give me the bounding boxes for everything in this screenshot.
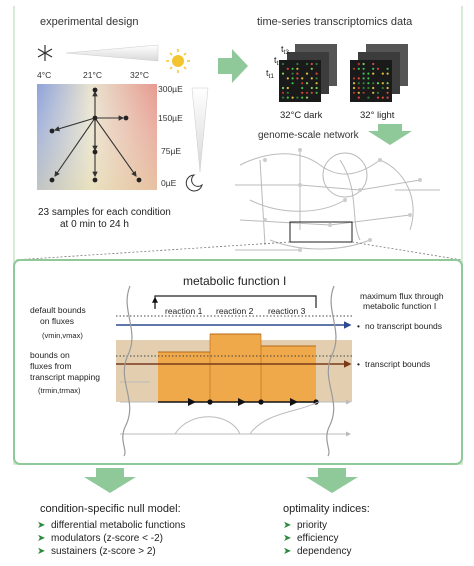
transcript-bar-3	[261, 346, 316, 402]
reaction-3-label: reaction 3	[268, 306, 306, 316]
light-label-0: 0µE	[161, 178, 177, 188]
maxflux-label-2: metabolic function I	[363, 301, 436, 311]
light-wedge	[191, 87, 209, 173]
network-title: genome-scale network	[258, 130, 360, 141]
reaction-2-label: reaction 2	[216, 306, 254, 316]
transcript-bounds-label: transcript bounds	[365, 359, 430, 369]
transcript-bounds-bullet: •	[357, 359, 360, 369]
light-label-75: 75µE	[161, 146, 181, 156]
null-model-list: ➤ differential metabolic functions ➤ mod…	[37, 520, 185, 557]
null-model-item: sustainers (z-score > 2)	[51, 546, 156, 557]
microarray-spots	[281, 62, 389, 99]
null-model-bullet: ➤	[37, 546, 45, 557]
moon-icon	[185, 174, 203, 192]
optimality-title: optimality indices:	[283, 503, 370, 515]
light-condition-label: 32° light	[360, 110, 395, 121]
temp-label-21: 21°C	[83, 70, 102, 80]
optimality-list: ➤ priority ➤ efficiency ➤ dependency	[283, 520, 352, 557]
null-model-item: modulators (z-score < -2)	[51, 533, 163, 544]
optimality-bullet: ➤	[283, 533, 291, 544]
zoom-line-right	[351, 241, 463, 261]
no-transcript-label: no transcript bounds	[365, 321, 442, 331]
temp-label-32: 32°C	[130, 70, 149, 80]
flow-arrow-right	[218, 49, 248, 83]
transcript-label-1: bounds on	[30, 350, 70, 360]
default-bounds-label-3: (vmin,vmax)	[42, 331, 83, 340]
transcript-bar-2	[210, 334, 261, 402]
default-bounds-label-2: on fluxes	[40, 316, 74, 326]
condition-grid	[37, 84, 157, 190]
transcript-label-4: (trmin,trmax)	[38, 386, 81, 395]
null-model-bullet: ➤	[37, 533, 45, 544]
sun-icon	[166, 49, 190, 73]
optimality-item: efficiency	[297, 533, 339, 544]
optimality-item: priority	[297, 520, 327, 531]
optimality-bullet: ➤	[283, 546, 291, 557]
null-model-bullet: ➤	[37, 520, 45, 531]
optimality-bullet: ➤	[283, 520, 291, 531]
flow-arrow-down-null	[84, 468, 136, 493]
optimality-item: dependency	[297, 546, 352, 557]
null-model-item: differential metabolic functions	[51, 520, 185, 531]
samples-line-1: 23 samples for each condition	[38, 207, 171, 218]
wavy-border-right	[326, 285, 337, 457]
metabolic-title: metabolic function I	[183, 274, 286, 288]
zoom-box	[289, 221, 353, 243]
time-t3: tt3	[281, 44, 289, 56]
pathway-context	[120, 381, 351, 437]
default-bounds-label-1: default bounds	[30, 305, 86, 315]
time-t1: tt1	[266, 68, 274, 80]
snowflake-icon	[37, 45, 53, 61]
dark-condition-label: 32°C dark	[280, 110, 323, 121]
genome-network-nodes	[263, 148, 422, 252]
temp-label-4: 4°C	[37, 70, 51, 80]
wavy-border-left	[122, 285, 133, 457]
transcript-label-2: fluxes from	[30, 361, 72, 371]
flow-arrow-down-network	[368, 124, 412, 145]
time-t2: tt2	[274, 55, 282, 67]
flow-arrow-down-optimality	[306, 468, 358, 493]
design-title: experimental design	[40, 16, 138, 28]
transcript-bar-1	[158, 352, 210, 402]
light-label-150: 150µE	[158, 113, 183, 123]
transcript-label-3: transcript mapping	[30, 372, 100, 382]
reaction-1-label: reaction 1	[165, 306, 203, 316]
null-model-title: condition-specific null model:	[40, 503, 181, 515]
transcriptomics-title: time-series transcriptomics data	[257, 16, 413, 28]
samples-line-2: at 0 min to 24 h	[60, 219, 129, 230]
zoom-line-left	[13, 241, 291, 261]
microarray-stack-dark	[279, 44, 337, 102]
maxflux-label-1: maximum flux through	[360, 291, 444, 301]
no-transcript-bullet: •	[357, 321, 360, 331]
genome-network	[235, 150, 440, 251]
flux-bars	[116, 333, 352, 402]
light-label-300: 300µE	[158, 84, 183, 94]
pathway-baseline	[120, 398, 351, 406]
temperature-wedge	[65, 44, 159, 62]
